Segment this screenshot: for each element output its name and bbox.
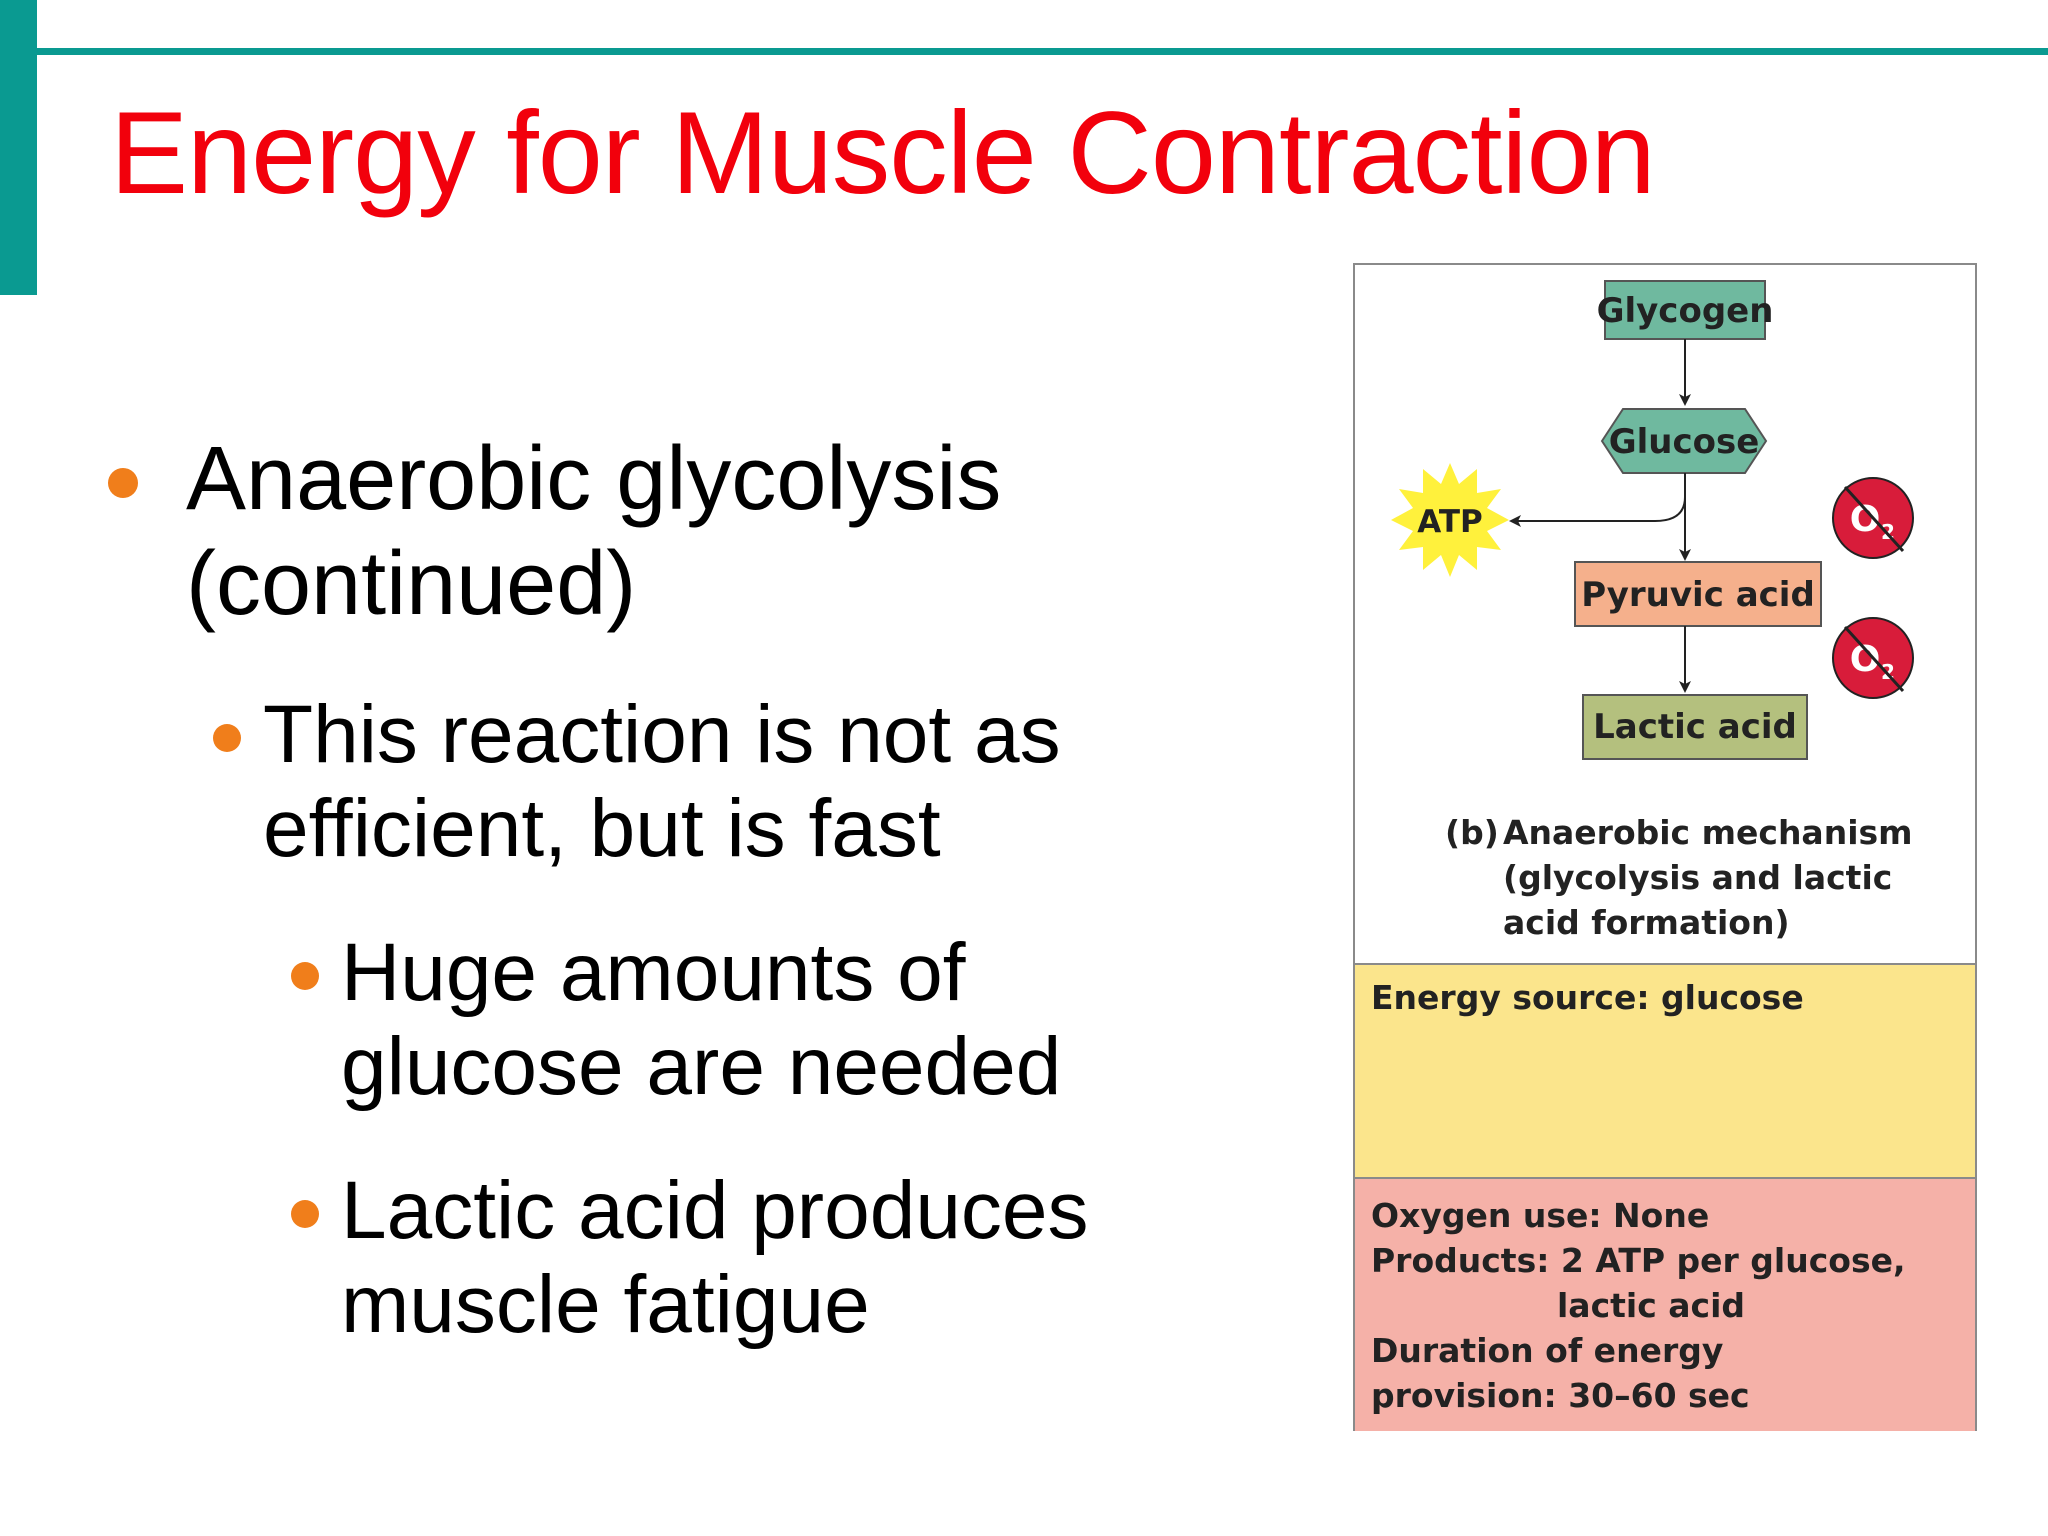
bullet-level-3: Lactic acid produces muscle fatigue [291,1164,1161,1352]
glucose-label: Glucose [1609,422,1760,462]
bullet-dot [213,724,241,752]
glycogen-label: Glycogen [1597,291,1774,331]
bullet-text-line: Lactic acid produces [341,1165,1089,1256]
bullet-text-line: glucose are needed [341,1021,1062,1112]
arrow-branch-to-atp [1509,473,1686,527]
bullet-dot [291,1200,319,1228]
glycogen-node: Glycogen [1597,280,1774,340]
bullet-dot [108,468,138,498]
no-oxygen-icon: O 2 [1832,617,1914,699]
accent-bar [0,0,37,295]
no-oxygen-icon: O 2 [1832,477,1914,559]
info-panel: Oxygen use: None Products: 2 ATP per glu… [1355,1177,1975,1431]
products-text-continued: lactic acid [1557,1286,1746,1325]
oxygen-use-text: Oxygen use: None [1371,1196,1710,1235]
caption-tag: (b) [1445,813,1499,852]
anaerobic-figure: Glycogen Glucose ATP Pyruvic acid Lactic… [1353,263,1977,1431]
bullet-text-line: This reaction is not as [263,689,1061,780]
slide-title: Energy for Muscle Contraction [110,87,1656,218]
lactic-acid-label: Lactic acid [1593,707,1797,747]
bullet-dot [291,962,319,990]
energy-source-panel: Energy source: glucose [1355,963,1975,1177]
bullet-text-line: Anaerobic glycolysis [186,429,1002,529]
caption-line: acid formation) [1503,903,1790,942]
atp-burst-icon: ATP [1391,463,1509,577]
atp-label: ATP [1417,504,1482,540]
pathway-diagram: Glycogen Glucose ATP Pyruvic acid Lactic… [1391,280,1914,760]
caption-line: (glycolysis and lactic [1503,858,1893,897]
bullet-level-1: Anaerobic glycolysis (continued) [108,427,1146,637]
bullet-level-3: Huge amounts of glucose are needed [291,926,1161,1114]
bullet-text-line: (continued) [186,534,637,634]
bullet-level-2: This reaction is not as efficient, but i… [213,688,1163,876]
pyruvic-acid-node: Pyruvic acid [1574,561,1822,627]
lactic-acid-node: Lactic acid [1582,694,1808,760]
duration-text-continued: provision: 30–60 sec [1371,1376,1750,1415]
bullet-text-line: muscle fatigue [341,1259,870,1350]
energy-source-text: Energy source: glucose [1371,978,1804,1017]
bullet-text-line: efficient, but is fast [263,783,941,874]
products-text: Products: 2 ATP per glucose, [1371,1241,1906,1280]
glucose-node: Glucose [1600,408,1768,474]
duration-text: Duration of energy [1371,1331,1724,1370]
pyruvic-acid-label: Pyruvic acid [1581,575,1815,615]
caption-line: Anaerobic mechanism [1503,813,1913,852]
top-rule [37,48,2048,55]
bullet-text-line: Huge amounts of [341,927,966,1018]
